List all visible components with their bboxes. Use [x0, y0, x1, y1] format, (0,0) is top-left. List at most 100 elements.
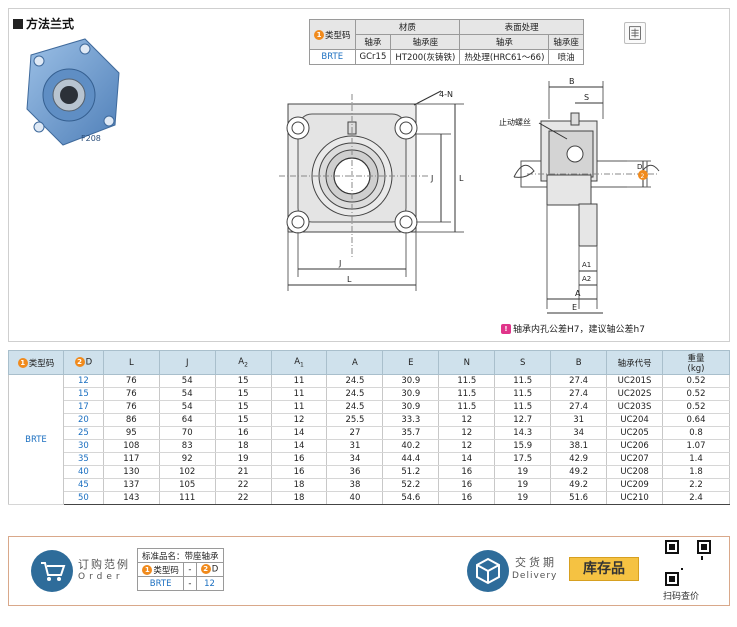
j-label-vertical: J [430, 174, 433, 183]
svg-text:2: 2 [641, 173, 645, 180]
stock-badge: 库存品 [569, 557, 639, 581]
table-cell: 0.52 [662, 400, 730, 414]
qr-label: 扫码查价 [663, 592, 700, 602]
delivery-label-en: Delivery [512, 571, 558, 581]
table-cell: UC201S [606, 374, 664, 388]
s-label: S [584, 93, 589, 102]
table-cell: 25.5 [326, 413, 384, 427]
table-cell: 19 [494, 465, 552, 479]
spec-header-2: L [102, 350, 160, 375]
technical-drawing: 4-N J L J L [279, 77, 660, 314]
table-cell: 15 [214, 400, 272, 414]
table-cell: 40.2 [382, 439, 440, 453]
spec-header-7: E [382, 350, 440, 375]
front-view: 4-N J L J L [279, 90, 464, 291]
a2-label: A2 [582, 275, 591, 283]
bearing-header: 轴承 [354, 34, 392, 50]
table-cell: 14.3 [494, 426, 552, 440]
spec-header-4: A2 [214, 350, 272, 375]
table-cell: 83 [158, 439, 216, 453]
cad-download-icon[interactable] [624, 22, 646, 44]
table-cell: 49.2 [550, 478, 608, 492]
table-cell: 76 [102, 400, 160, 414]
table-cell: 15 [214, 387, 272, 401]
l-label-horizontal: L [347, 275, 352, 284]
spec-header-9: S [494, 350, 552, 375]
table-cell: 64 [158, 413, 216, 427]
table-cell: 1.07 [662, 439, 730, 453]
table-cell: UC205 [606, 426, 664, 440]
table-cell: 76 [102, 374, 160, 388]
table-cell: 12 [270, 413, 328, 427]
d-badge-icon [638, 170, 648, 180]
table-cell: 20 [62, 413, 104, 427]
table-cell: 54 [158, 374, 216, 388]
delivery-label-cn: 交货期 [515, 556, 557, 569]
std-name: 标准品名：带座轴承 [137, 548, 224, 563]
j-label-horizontal: J [338, 259, 341, 268]
table-cell: 44.4 [382, 452, 440, 466]
table-cell: 38.1 [550, 439, 608, 453]
spec-header-3: J [158, 350, 216, 375]
table-cell: 137 [102, 478, 160, 492]
table-cell: 50 [62, 491, 104, 505]
table-cell: 34 [326, 452, 384, 466]
table-cell: 15.9 [494, 439, 552, 453]
table-cell: 54 [158, 400, 216, 414]
table-cell: 27 [326, 426, 384, 440]
table-cell: 11.5 [438, 387, 496, 401]
table-cell: 0.8 [662, 426, 730, 440]
table-cell: 0.64 [662, 413, 730, 427]
material-header: 材质 [354, 19, 461, 35]
table-cell: 14 [270, 426, 328, 440]
table-cell: UC210 [606, 491, 664, 505]
shopping-cart-icon [31, 550, 73, 592]
table-cell: 1.8 [662, 465, 730, 479]
table-cell: 16 [214, 426, 272, 440]
table-cell: 21 [214, 465, 272, 479]
surface-header: 表面处理 [459, 19, 584, 35]
table-cell: 51.2 [382, 465, 440, 479]
table-cell: 12 [62, 374, 104, 388]
l-label-vertical: L [459, 174, 464, 183]
table-cell: 0.52 [662, 374, 730, 388]
table-cell: 2.4 [662, 491, 730, 505]
table-cell: 92 [158, 452, 216, 466]
table-cell: UC207 [606, 452, 664, 466]
table-cell: 12 [438, 413, 496, 427]
table-cell: 54.6 [382, 491, 440, 505]
photo-mark: F208 [81, 134, 101, 143]
e-label: E [572, 303, 577, 312]
table-cell: UC206 [606, 439, 664, 453]
delivery-box-icon [467, 550, 509, 592]
table-cell: 15 [214, 413, 272, 427]
table-cell: 19 [494, 491, 552, 505]
table-cell: 16 [270, 465, 328, 479]
table-cell: 45 [62, 478, 104, 492]
a-label: A [575, 289, 581, 298]
table-cell: 14 [270, 439, 328, 453]
table-cell: 30.9 [382, 387, 440, 401]
table-cell: 52.2 [382, 478, 440, 492]
table-cell: 76 [102, 387, 160, 401]
table-cell: 49.2 [550, 465, 608, 479]
table-cell: 0.52 [662, 387, 730, 401]
d-label: D [637, 163, 642, 171]
badge-2-icon: 2 [200, 564, 211, 575]
qr-code-icon[interactable] [665, 540, 711, 586]
spec-type-code: BRTE [8, 374, 64, 505]
spec-header-11: 轴承代号 [606, 350, 664, 375]
table-cell: 38 [326, 478, 384, 492]
badge-1-icon: 1 [17, 358, 28, 368]
table-cell: 16 [438, 478, 496, 492]
